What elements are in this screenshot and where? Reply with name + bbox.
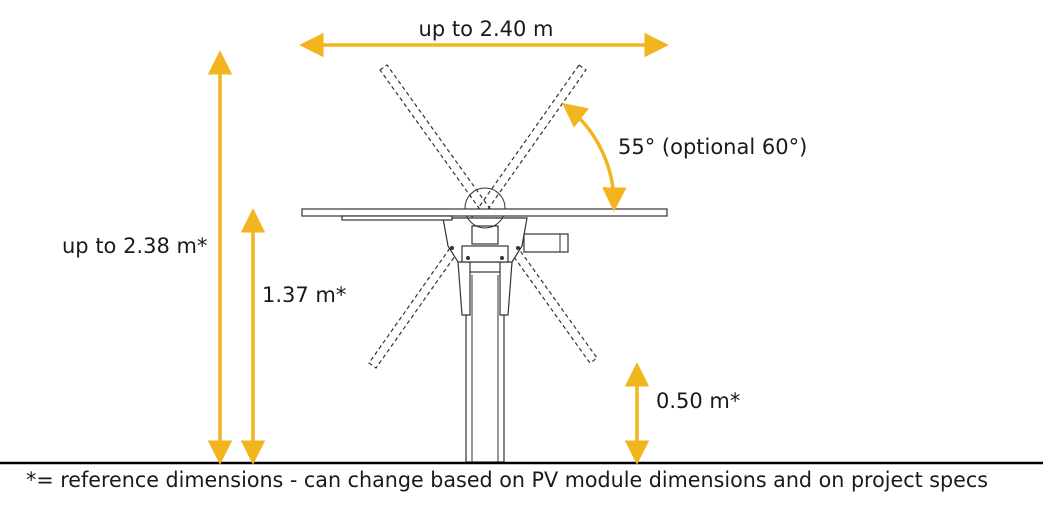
tilt-angle-arc (562, 102, 627, 212)
drive-assembly (442, 187, 569, 263)
width-label: up to 2.40 m (419, 17, 554, 41)
tilt-angle-label: 55° (optional 60°) (618, 135, 807, 159)
axis-height-label: 1.37 m* (262, 283, 346, 307)
footnote: *= reference dimensions - can change bas… (26, 468, 988, 492)
tilted-module-right (368, 64, 587, 369)
tilted-module-left (379, 64, 598, 364)
pv-module-flat (301, 208, 668, 221)
clearance-label: 0.50 m* (656, 389, 740, 413)
tracker-post (457, 257, 513, 463)
total-height-label: up to 2.38 m* (62, 234, 207, 258)
